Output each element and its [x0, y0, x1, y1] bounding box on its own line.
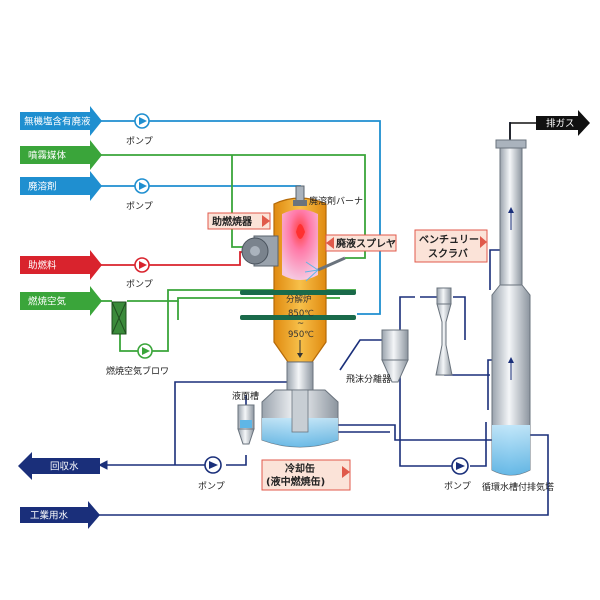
level-tank: [237, 404, 255, 445]
pump-icon: [204, 456, 222, 474]
scrubber-tower-label: 循環水槽付排気塔: [482, 481, 554, 493]
output-industrial-water: 工業用水: [20, 501, 100, 529]
solvent-burner-label: 廃溶剤バーナ: [309, 195, 363, 207]
pump-label: ポンプ: [126, 279, 153, 290]
aux-fuel-line: [100, 251, 252, 266]
quench-vessel: [261, 361, 339, 448]
blower-label: 燃焼空気ブロワ: [106, 365, 169, 377]
tag-aux-burner-text: 助燃焼器: [212, 215, 253, 228]
pump-label: ポンプ: [444, 481, 471, 492]
output-recovered-water-label: 回収水: [50, 461, 79, 473]
waste-sprayer: [304, 256, 346, 282]
tag-venturi: ベンチュリー スクラバ: [414, 229, 488, 263]
output-exhaust-gas-label: 排ガス: [546, 118, 575, 130]
pump-icon: [137, 343, 153, 359]
tag-quench-line2: (液中燃焼缶): [266, 475, 325, 488]
tag-quench: 冷却缶 (液中燃焼缶): [261, 459, 351, 491]
tag-venturi-line2: スクラバ: [428, 248, 468, 260]
input-combustion-air: 燃焼空気: [20, 286, 102, 316]
tag-waste-sprayer-text: 廃液スプレヤ: [336, 237, 396, 250]
output-recovered-water: 回収水: [18, 452, 100, 480]
mist-separator: [381, 329, 409, 383]
tag-aux-burner: 助燃焼器: [207, 212, 271, 230]
input-waste-solvent-label: 廃溶剤: [28, 181, 57, 193]
level-tank-label: 液面槽: [232, 390, 259, 402]
venturi-scrubber: [435, 287, 453, 376]
decomposition-furnace: [240, 197, 356, 363]
input-aux-fuel-label: 助燃料: [28, 260, 57, 272]
furnace-name: 分解炉: [286, 294, 312, 305]
aux-burner: [241, 235, 279, 267]
input-inorganic-waste-label: 無機塩含有廃液: [24, 116, 91, 128]
input-waste-solvent: 廃溶剤: [20, 171, 102, 201]
pump-icon: [134, 113, 150, 129]
tag-waste-sprayer: 廃液スプレヤ: [325, 234, 397, 252]
mist-separator-label: 飛沫分離器: [346, 373, 391, 385]
furnace-temp-high: 850℃: [288, 309, 314, 319]
pump-icon: [134, 257, 150, 273]
input-combustion-air-label: 燃焼空気: [28, 296, 67, 308]
exhaust-tower: [491, 139, 531, 476]
spray-medium-line: [100, 154, 366, 320]
furnace-tilde: ~: [297, 319, 304, 329]
pump-icon: [134, 178, 150, 194]
tag-venturi-line1: ベンチュリー: [419, 234, 479, 246]
circulation-line: [90, 122, 549, 516]
input-inorganic-waste: 無機塩含有廃液: [20, 106, 102, 136]
furnace-temp-low: 950℃: [288, 330, 314, 340]
pump-icon: [451, 457, 469, 475]
exhaust-line: [509, 122, 540, 140]
input-spray-medium-label: 噴霧媒体: [28, 150, 67, 162]
solvent-burner: [293, 185, 307, 206]
tag-quench-line1: 冷却缶: [285, 462, 315, 475]
output-industrial-water-label: 工業用水: [30, 510, 69, 522]
input-aux-fuel: 助燃料: [20, 250, 102, 280]
input-spray-medium: 噴霧媒体: [20, 140, 102, 170]
blower-icon: [111, 301, 127, 335]
pump-label: ポンプ: [126, 136, 153, 147]
pump-label: ポンプ: [126, 201, 153, 212]
output-exhaust-gas: 排ガス: [536, 110, 590, 136]
pump-label: ポンプ: [198, 481, 225, 492]
